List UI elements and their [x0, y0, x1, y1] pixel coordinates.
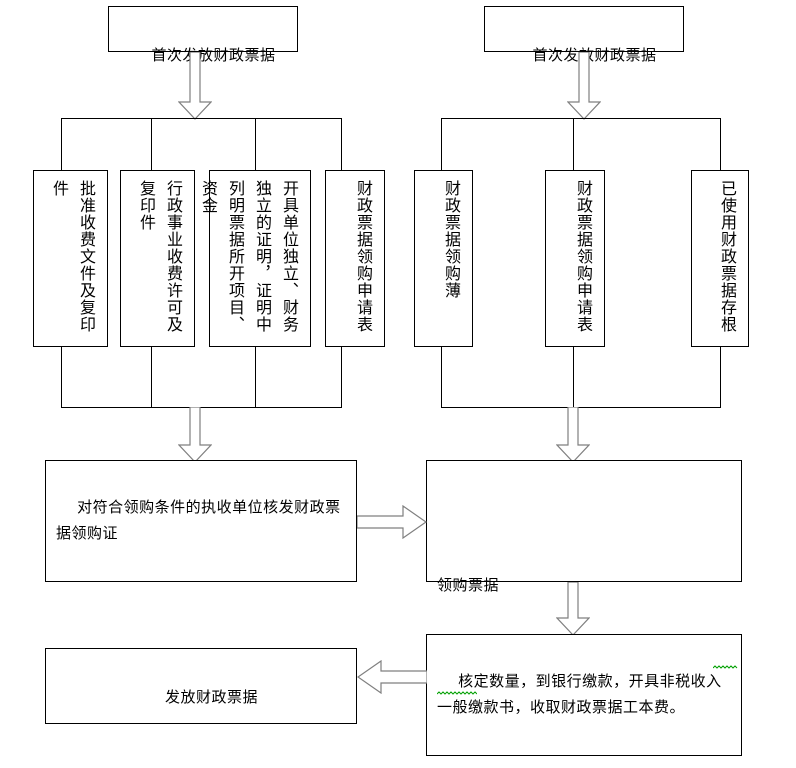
arrow-down-left-merge: [178, 407, 212, 463]
connector-left-drop-1: [61, 118, 62, 170]
node-left-doc-2-label: 行政事业收费许可及复印件: [137, 180, 183, 333]
node-start-left-label: 首次发放财政票据: [151, 46, 276, 64]
connector-right-up-2: [573, 347, 574, 407]
node-start-left: 首次发放财政票据: [108, 6, 298, 64]
connector-right-drop-3: [720, 118, 721, 170]
connector-right-bus: [441, 118, 720, 119]
node-left-doc-2: 行政事业收费许可及复印件: [120, 170, 195, 347]
node-right-doc-2: 财政票据领购申请表: [545, 170, 605, 347]
connector-right-up-1: [441, 347, 442, 407]
purchase-invoice-heading: 领购票据: [437, 576, 500, 594]
node-purchase-invoice: 领购票据 1.凭证领购 2.验旧领新: [426, 460, 742, 752]
arrow-down-purchase-to-payment: [556, 582, 590, 636]
node-left-doc-1-label: 批准收费文件及复印件: [50, 180, 96, 333]
node-right-doc-3: 已使用财政票据存根: [691, 170, 749, 347]
arrow-down-right-merge: [556, 407, 590, 463]
node-right-doc-1-label: 财政票据领购薄: [442, 180, 461, 299]
arrow-right-certificate-to-purchase: [357, 505, 427, 539]
node-issue-certificate-label: 对符合领购条件的执收单位核发财政票据领购证: [56, 498, 341, 542]
node-right-doc-1: 财政票据领购薄: [414, 170, 473, 347]
connector-left-merge-bus: [61, 407, 342, 408]
connector-left-up-1: [61, 347, 62, 407]
spellcheck-squiggle-2: [437, 691, 477, 695]
connector-right-drop-2: [573, 118, 574, 170]
node-left-doc-4-label: 财政票据领购申请表: [354, 180, 373, 333]
arrow-down-left-start: [178, 52, 212, 120]
arrow-down-right-start: [567, 52, 601, 120]
node-right-doc-2-label: 财政票据领购申请表: [574, 180, 593, 333]
connector-right-drop-1: [441, 118, 442, 170]
connector-left-up-3: [255, 347, 256, 407]
connector-left-drop-4: [341, 118, 342, 170]
node-left-doc-1: 批准收费文件及复印件: [33, 170, 108, 347]
node-start-right-label: 首次发放财政票据: [532, 46, 657, 64]
node-start-right: 首次发放财政票据: [484, 6, 684, 64]
connector-left-bus-ext: [255, 118, 341, 119]
arrow-left-payment-to-issue-invoice: [357, 660, 427, 694]
node-issue-certificate: 对符合领购条件的执收单位核发财政票据领购证: [45, 460, 357, 582]
node-payment: 核定数量，到银行缴款，开具非税收入一般缴款书，收取财政票据工本费。: [426, 634, 742, 756]
node-right-doc-3-label: 已使用财政票据存根: [718, 180, 737, 333]
node-payment-label: 核定数量，到银行缴款，开具非税收入一般缴款书，收取财政票据工本费。: [437, 672, 722, 716]
connector-left-drop-2: [151, 118, 152, 170]
connector-right-merge-bus: [441, 407, 721, 408]
node-left-doc-4: 财政票据领购申请表: [325, 170, 385, 347]
connector-left-up-2: [151, 347, 152, 407]
spellcheck-squiggle-1: [713, 665, 739, 669]
node-left-doc-3-label: 开具单位独立、财务独立的证明，证明中列明票据所开项目、资金: [199, 180, 299, 333]
node-left-doc-3: 开具单位独立、财务独立的证明，证明中列明票据所开项目、资金: [199, 170, 311, 347]
connector-left-bus: [61, 118, 301, 119]
connector-right-up-3: [720, 347, 721, 407]
connector-left-up-4: [341, 347, 342, 407]
node-issue-invoice-label: 发放财政票据: [165, 688, 259, 706]
connector-left-drop-3: [255, 118, 256, 170]
node-issue-invoice: 发放财政票据: [45, 648, 357, 724]
